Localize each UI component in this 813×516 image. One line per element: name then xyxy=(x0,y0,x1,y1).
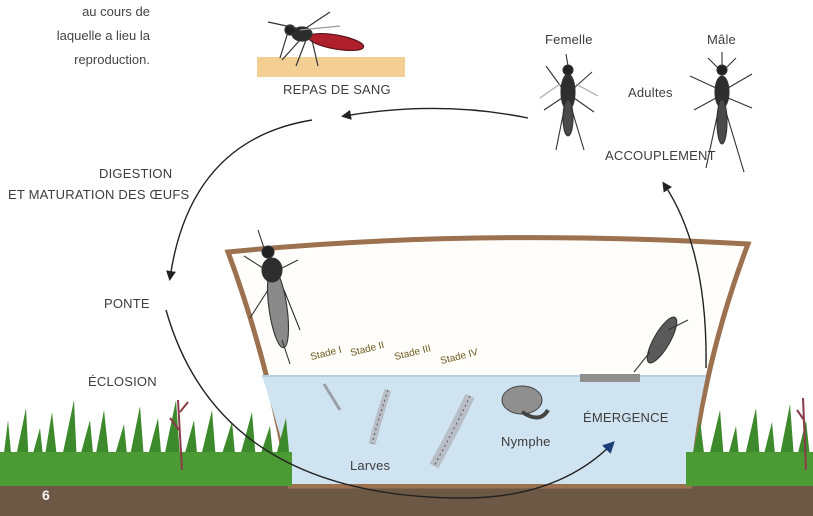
label-female: Femelle xyxy=(545,32,593,48)
grass-right xyxy=(686,404,813,486)
grass-left xyxy=(0,400,292,486)
label-digestion: DIGESTION xyxy=(99,166,172,182)
label-hatching: ÉCLOSION xyxy=(88,374,157,390)
label-egg-maturation: ET MATURATION DES ŒUFS xyxy=(8,187,189,203)
label-emergence: ÉMERGENCE xyxy=(583,410,669,426)
label-pupa: Nymphe xyxy=(501,434,551,450)
label-larvae: Larves xyxy=(350,458,390,474)
label-egg-laying: PONTE xyxy=(104,296,150,312)
page-number: 6 xyxy=(42,487,50,503)
skin-band xyxy=(257,57,405,77)
label-adults: Adultes xyxy=(628,85,673,101)
intro-text: au cours de laquelle a lieu la reproduct… xyxy=(0,0,150,72)
intro-line-3: reproduction. xyxy=(0,48,150,72)
soil-ground xyxy=(0,484,813,516)
intro-line-1: au cours de xyxy=(0,0,150,24)
breeding-container xyxy=(228,238,748,486)
intro-line-2: laquelle a lieu la xyxy=(0,24,150,48)
mosquito-female xyxy=(540,54,598,150)
label-blood-meal: REPAS DE SANG xyxy=(283,82,391,98)
label-male: Mâle xyxy=(707,32,736,48)
label-mating: ACCOUPLEMENT xyxy=(605,148,716,164)
